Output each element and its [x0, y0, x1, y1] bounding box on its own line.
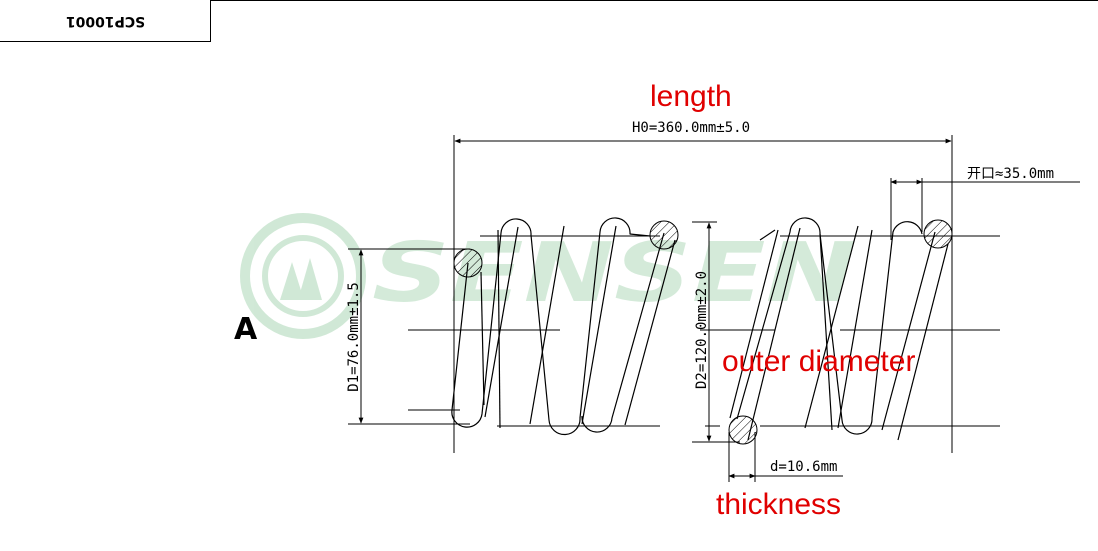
watermark-logo: [240, 213, 366, 339]
opening-label: 开口≈35.0mm: [967, 166, 1055, 182]
length-annotation: length: [650, 80, 732, 113]
wire-sections: [453, 219, 953, 445]
title-border-line: [211, 0, 1098, 1]
logo-tree-left: [280, 262, 304, 300]
wire-section-bottom: [728, 415, 758, 445]
outer-diameter-label: D2=120.0mm±2.0: [694, 271, 710, 389]
wire-section-left: [453, 248, 483, 278]
view-label: A: [234, 312, 258, 347]
wire-section-right: [923, 219, 953, 249]
thickness-annotation: thickness: [716, 488, 842, 521]
wire-section-top: [649, 220, 679, 250]
free-length-label: H0=360.0mm±5.0: [632, 120, 751, 136]
part-number-box: [0, 0, 211, 42]
dimension-lines: [358, 138, 1080, 479]
logo-tree-right: [298, 258, 322, 300]
wire-diameter-label: d=10.6mm: [770, 459, 838, 475]
logo-inner-ring: [262, 235, 344, 317]
inner-diameter-label: D1=76.0mm±1.5: [346, 282, 362, 392]
outer-diameter-annotation: outer diameter: [722, 345, 916, 378]
spring-coils: [451, 217, 949, 441]
